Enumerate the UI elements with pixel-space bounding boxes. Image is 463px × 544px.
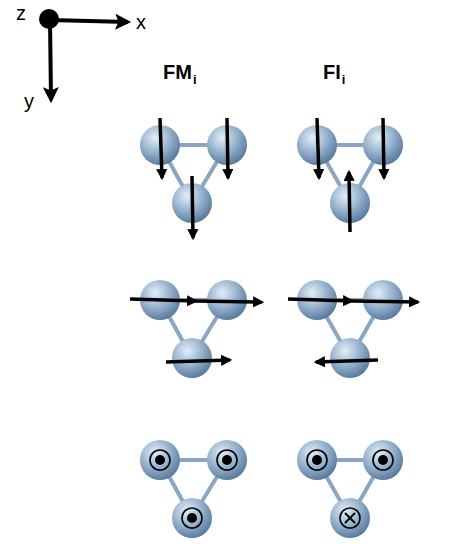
column-heading: FM bbox=[163, 62, 192, 82]
spin-arrows bbox=[130, 118, 418, 362]
column-heading: FI bbox=[323, 62, 341, 82]
axis-label: x bbox=[136, 12, 146, 32]
axis-triad bbox=[39, 9, 128, 100]
heading-subscript: i bbox=[193, 73, 197, 86]
spin-out-of-plane bbox=[150, 450, 393, 528]
spin-into-plane bbox=[340, 508, 360, 528]
atoms bbox=[140, 125, 403, 538]
bonds bbox=[160, 145, 383, 518]
axis-label: y bbox=[24, 91, 34, 111]
axis-label: z bbox=[16, 3, 26, 23]
heading-subscript: i bbox=[342, 73, 346, 86]
